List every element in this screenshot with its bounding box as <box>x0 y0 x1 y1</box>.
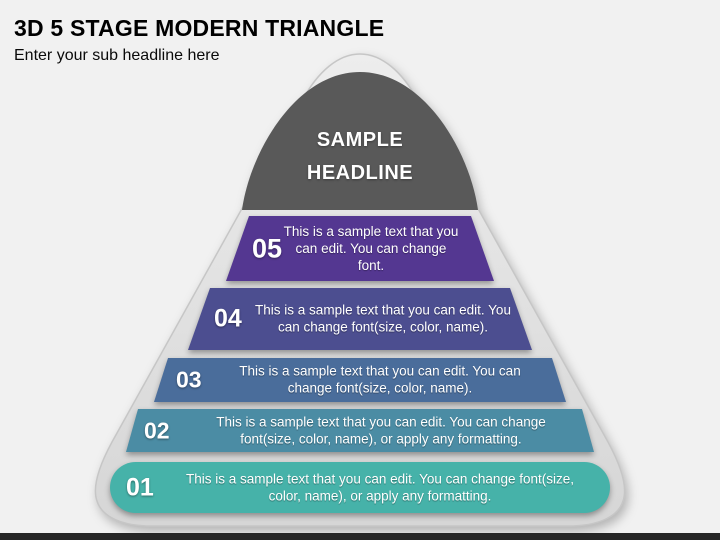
stage-row-04: 04 This is a sample text that you can ed… <box>188 288 532 350</box>
stage-number-02: 02 <box>144 417 170 443</box>
stage-shape-01: 01 This is a sample text that you can ed… <box>110 462 610 513</box>
stage-text-03: This is a sample text that you can edit.… <box>239 363 521 396</box>
stage-row-05: 05 This is a sample text that you can ed… <box>226 216 494 281</box>
pyramid-cap <box>242 72 478 210</box>
slide-subtitle: Enter your sub headline here <box>14 47 220 64</box>
stage-number-05: 05 <box>252 233 283 263</box>
stage-shape-04: 04 This is a sample text that you can ed… <box>188 288 532 350</box>
stage-number-01: 01 <box>126 473 154 501</box>
stage-shape-03: 03 This is a sample text that you can ed… <box>154 358 566 402</box>
bottom-edge-bar <box>0 533 720 540</box>
stage-text-01: This is a sample text that you can edit.… <box>186 471 574 504</box>
stage-text-02: This is a sample text that you can edit.… <box>216 414 546 447</box>
stage-row-03: 03 This is a sample text that you can ed… <box>154 358 566 402</box>
stage-number-04: 04 <box>214 304 242 333</box>
stage-row-01: 01 This is a sample text that you can ed… <box>110 462 610 513</box>
stage-shape-02: 02 This is a sample text that you can ed… <box>126 409 594 452</box>
pyramid-headline: SAMPLE HEADLINE <box>306 129 414 184</box>
slide-title: 3D 5 STAGE MODERN TRIANGLE <box>14 15 385 41</box>
stage-shape-05: 05 This is a sample text that you can ed… <box>226 216 494 281</box>
stage-text-04: This is a sample text that you can edit.… <box>255 302 511 335</box>
stage-text-05: This is a sample text that you can edit.… <box>283 223 459 274</box>
stage-row-02: 02 This is a sample text that you can ed… <box>126 409 594 452</box>
stage-number-03: 03 <box>176 366 202 393</box>
